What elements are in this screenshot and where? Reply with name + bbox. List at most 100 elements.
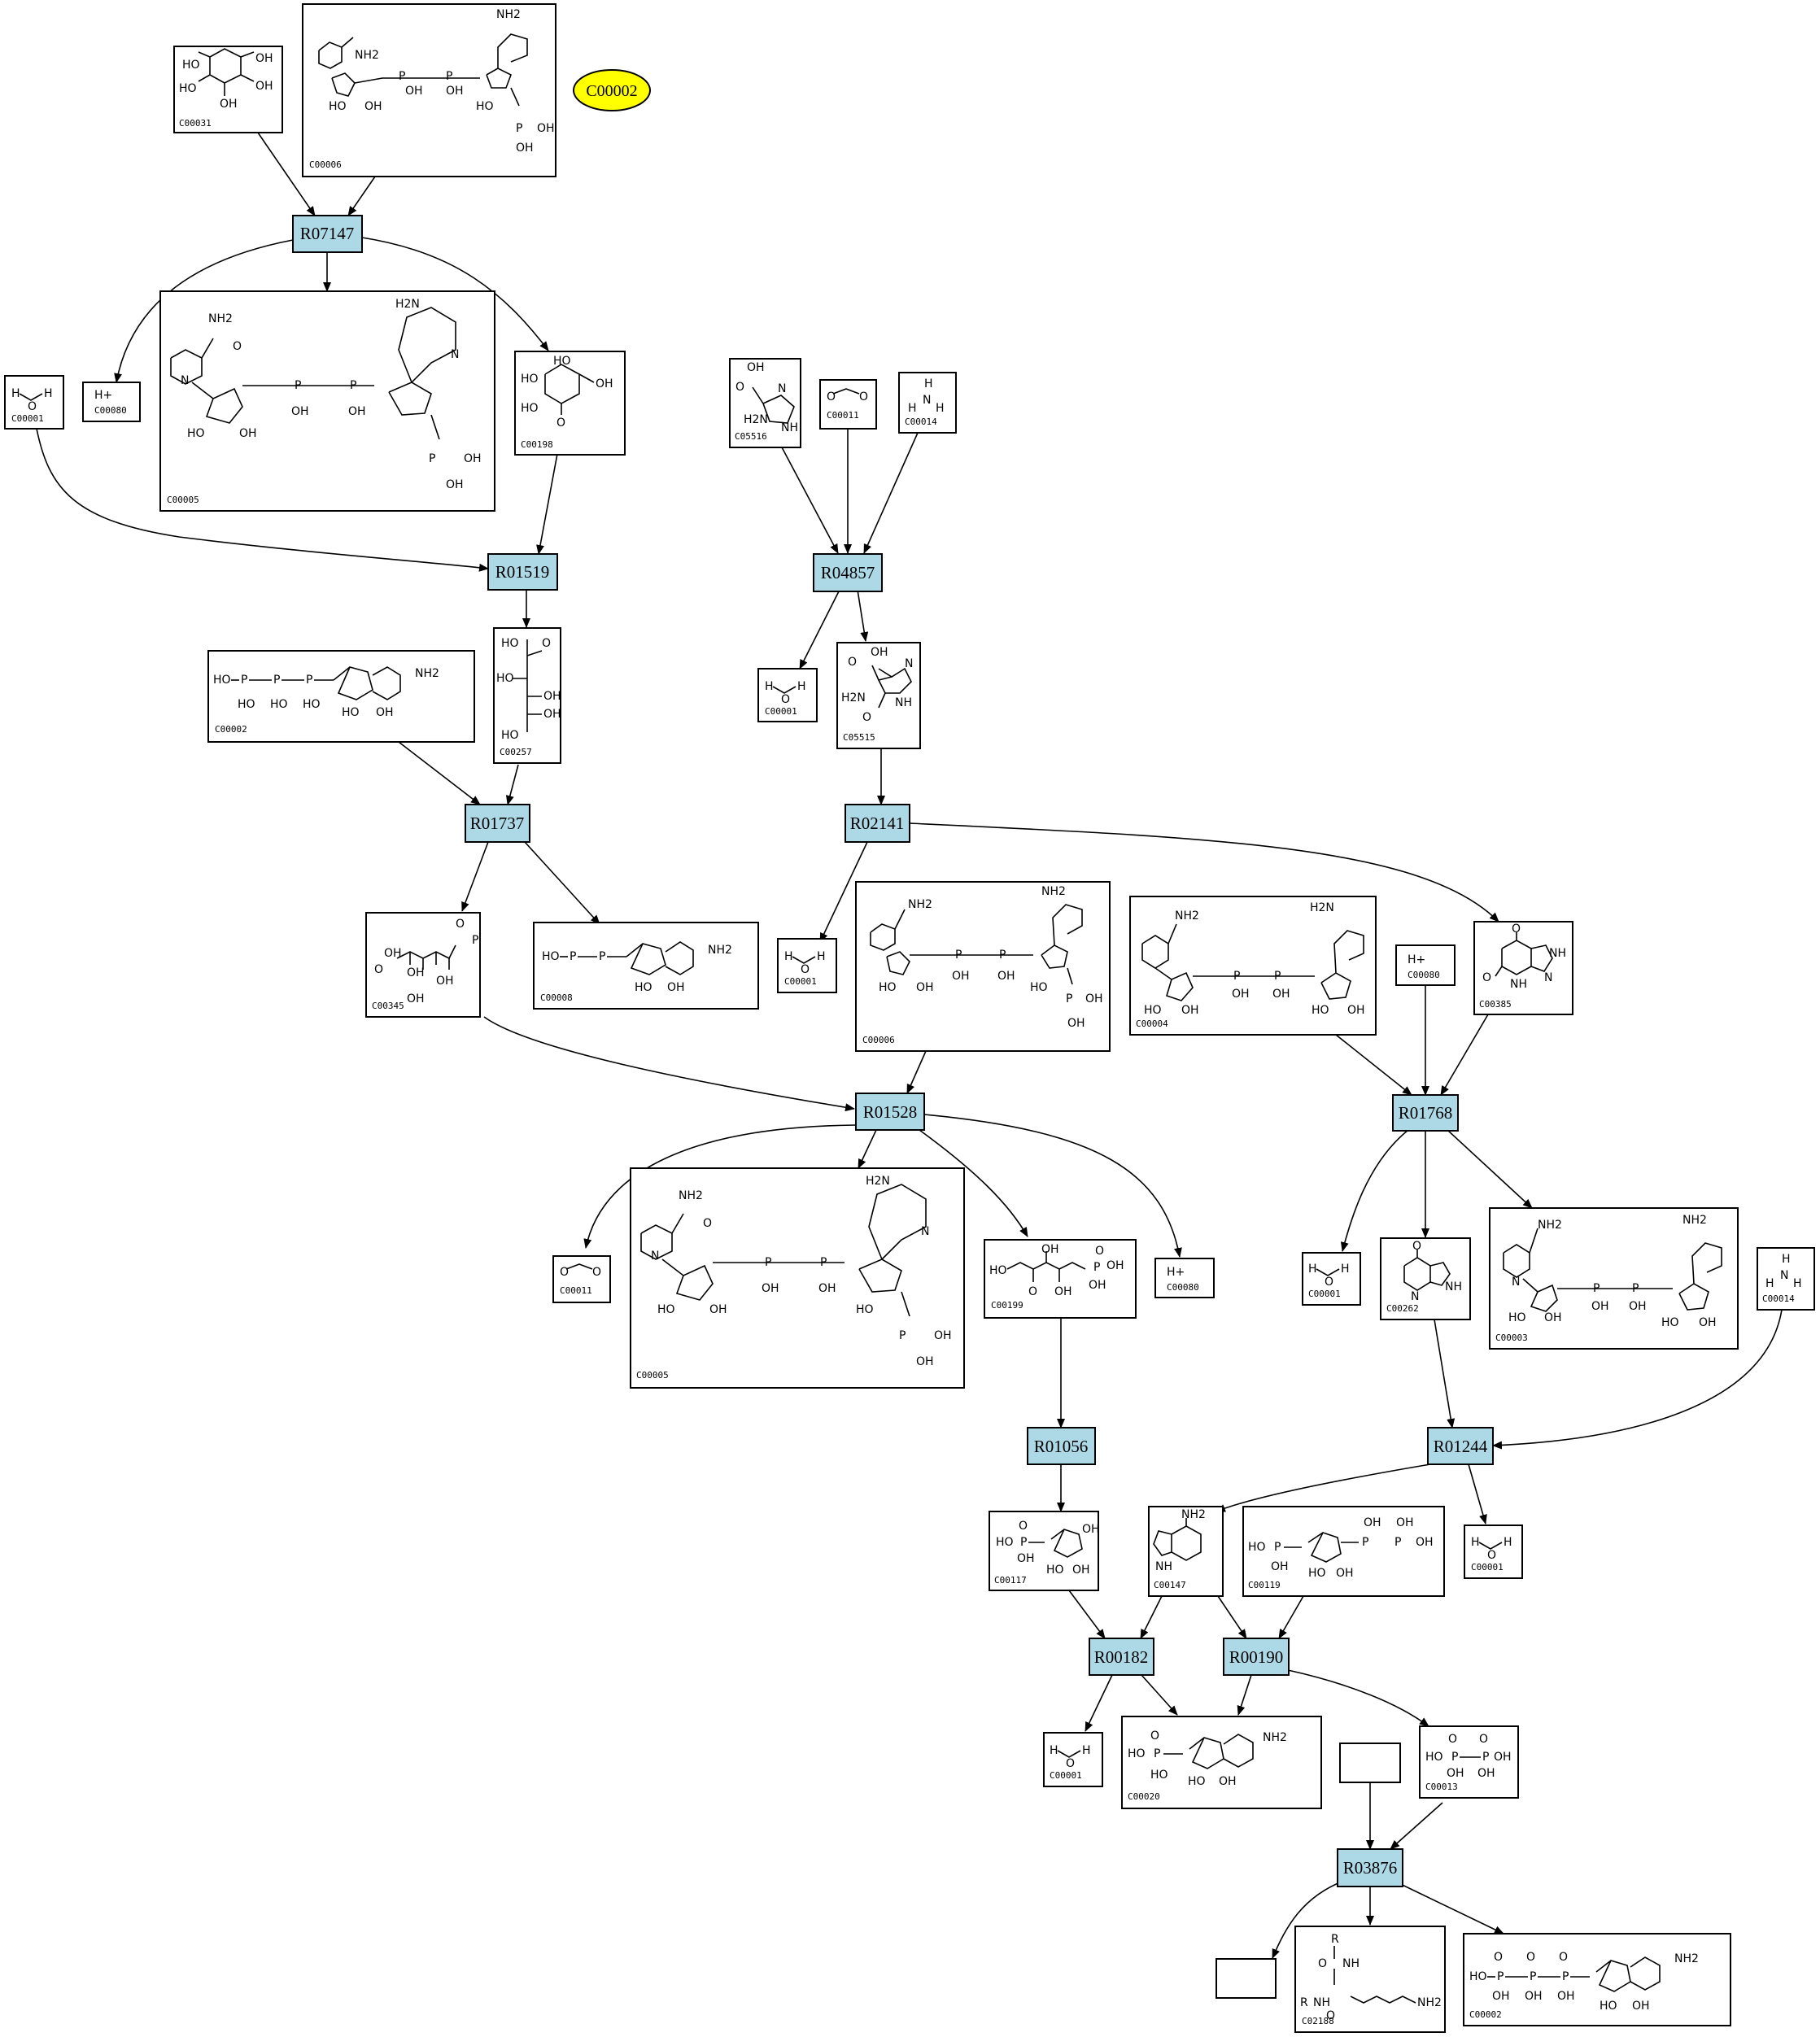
atom-label: H (765, 680, 774, 693)
atom-label: O (374, 963, 383, 976)
compound-node[interactable]: H O H C00001 (1302, 1252, 1361, 1306)
compound-node[interactable]: HO P P P O O O OH OH OH NH2 HO OH C00 (1463, 1933, 1731, 2026)
atom-label: P (1154, 1747, 1160, 1760)
pyrophosphate-structure: HO P P O O OH OH OH (1425, 1733, 1512, 1780)
compound-node[interactable]: HO P O OH OH HO OH C00117 (989, 1511, 1100, 1591)
reaction-node[interactable]: R01244 (1427, 1427, 1494, 1465)
edge (857, 589, 869, 642)
compound-node[interactable]: H O H C00001 (1043, 1732, 1103, 1787)
compound-node[interactable]: HO P P NH2 HO OH C00008 (533, 922, 759, 1010)
compound-label: C00004 (1136, 1018, 1168, 1029)
compound-node[interactable]: O NH N C00262 (1380, 1237, 1471, 1320)
reaction-node[interactable]: R00190 (1223, 1638, 1290, 1676)
atom-label: H (936, 402, 945, 415)
atom-label: H2N (395, 298, 420, 311)
atom-label: P (1362, 1536, 1368, 1549)
compound-node[interactable]: OH O N H2N NH C05516 (729, 358, 801, 448)
compound-node[interactable]: H+ C00080 (1395, 944, 1456, 986)
compound-node[interactable]: HO P OH P P OH OH OH HO OH C00119 (1242, 1506, 1445, 1597)
compound-node[interactable]: HO P P O O OH OH OH C00013 (1419, 1725, 1519, 1799)
atom-label: H2N (1310, 901, 1334, 914)
compound-node[interactable]: NH2 P P OH OH HO OH NH2 HO P OH OH C0000… (855, 881, 1111, 1052)
atom-label: HO (270, 698, 288, 711)
reaction-label: R01528 (863, 1102, 918, 1122)
compound-node[interactable]: HO P O HO NH2 HO OH C00020 (1121, 1716, 1322, 1809)
reaction-node[interactable]: R07147 (292, 215, 363, 253)
compound-node[interactable]: R O NH R NH O NH2 C02188 (1294, 1926, 1446, 2033)
highlighted-compound[interactable]: C00002 (573, 69, 651, 111)
edge (1085, 1674, 1113, 1732)
compound-node[interactable]: O NH O NH N C00385 (1473, 921, 1573, 1015)
edge (819, 841, 868, 943)
atom-label: HO (1600, 2000, 1617, 2013)
compound-node[interactable]: OH O N H2N NH O C05515 (836, 642, 921, 749)
edge (361, 237, 549, 351)
compound-node[interactable]: NH2 O N P P OH OH HO OH H2N N P OH OH (159, 290, 495, 512)
reaction-node[interactable]: R01528 (855, 1093, 925, 1131)
atom-label: OH (916, 1355, 934, 1368)
reaction-node[interactable]: R01768 (1392, 1094, 1459, 1132)
compound-label: C05515 (843, 732, 875, 743)
compound-node[interactable]: HO OH O OH P O OH OH C00199 (984, 1239, 1137, 1319)
compound-node[interactable]: O P OH O OH OH OH C00345 (365, 912, 481, 1018)
compound-node[interactable]: H+ C00080 (82, 382, 141, 422)
atom-label: O (560, 1266, 569, 1279)
atom-label: NH2 (1538, 1219, 1562, 1232)
compound-node[interactable]: NH2 N P P OH OH HO OH NH2 HO OH C00003 (1489, 1207, 1739, 1350)
atom-label: P (1274, 970, 1281, 983)
reaction-node[interactable]: R02141 (845, 804, 910, 843)
atom-label: OH (1699, 1316, 1717, 1329)
compound-node[interactable]: NH2 O N P P OH OH HO OH H2N N HO P OH OH (630, 1167, 965, 1389)
atom-label: HO (553, 355, 571, 368)
reaction-node[interactable]: R03876 (1337, 1848, 1403, 1887)
compound-node[interactable]: HO OH OH OH HO C00031 (173, 46, 283, 133)
compound-node[interactable]: H O H C00001 (4, 375, 64, 430)
compound-node[interactable]: HO OH HO HO O C00198 (514, 351, 626, 456)
compound-node[interactable]: O O C00011 (819, 379, 877, 430)
edge (1492, 1309, 1783, 1450)
atom-label: OH (1447, 1767, 1464, 1780)
reaction-node[interactable]: R00182 (1089, 1638, 1154, 1676)
compound-node[interactable] (1216, 1958, 1277, 1999)
atom-label: NH (1342, 1957, 1360, 1970)
compound-node[interactable]: HO P P P HO HO HO NH2 HO OH C00002 (207, 650, 475, 743)
atom-label: R (1331, 1933, 1339, 1946)
compound-label: C00080 (1167, 1282, 1199, 1293)
edge (583, 1124, 857, 1249)
atom-label: P (306, 674, 312, 687)
atom-label: NH (781, 421, 798, 434)
reaction-node[interactable]: R01056 (1027, 1427, 1096, 1465)
atom-label: O (556, 417, 565, 430)
compound-node[interactable]: H+ C00080 (1154, 1258, 1215, 1298)
compound-node[interactable]: H O H C00001 (1464, 1524, 1523, 1579)
compound-node[interactable]: H O H C00001 (777, 938, 837, 993)
compound-node[interactable]: H N H H C00014 (1757, 1247, 1815, 1311)
atom-label: H (924, 377, 933, 390)
reaction-node[interactable]: R01737 (465, 804, 530, 843)
edge (863, 432, 919, 554)
compound-label: C00385 (1479, 999, 1512, 1010)
compound-node[interactable]: NH2 P P OH OH HO OH H2N HO OH C00004 (1129, 896, 1377, 1036)
atom-label: HO (635, 981, 652, 994)
atom-label: OH (239, 427, 257, 440)
compound-label: C00020 (1128, 1791, 1160, 1802)
compound-node[interactable]: H O H C00001 (757, 668, 818, 722)
compound-node[interactable]: H N H H C00014 (898, 372, 957, 434)
compound-label: C00147 (1154, 1580, 1186, 1590)
compound-node[interactable]: O O C00011 (552, 1255, 611, 1303)
atom-label: OH (596, 377, 613, 390)
atom-label: O (1559, 1951, 1568, 1964)
atom-label: P (955, 949, 962, 962)
compound-node[interactable]: HO O HO OH OH HO C00257 (493, 627, 561, 764)
atom-label: OH (1271, 1560, 1289, 1573)
compound-label: C00001 (784, 976, 817, 987)
reaction-node[interactable]: R04857 (813, 553, 883, 592)
reaction-node[interactable]: R01519 (487, 553, 558, 591)
atom-label: HO (213, 674, 231, 687)
compound-node[interactable]: NH2 NH C00147 (1148, 1506, 1224, 1597)
edge (1216, 1463, 1431, 1512)
atom-label: O (781, 693, 790, 706)
compound-node[interactable]: NH2 P P OH OH NH2 HO OH HO P OH OH C0000… (302, 3, 556, 177)
compound-label: C00008 (540, 992, 573, 1003)
compound-node[interactable] (1339, 1743, 1401, 1783)
